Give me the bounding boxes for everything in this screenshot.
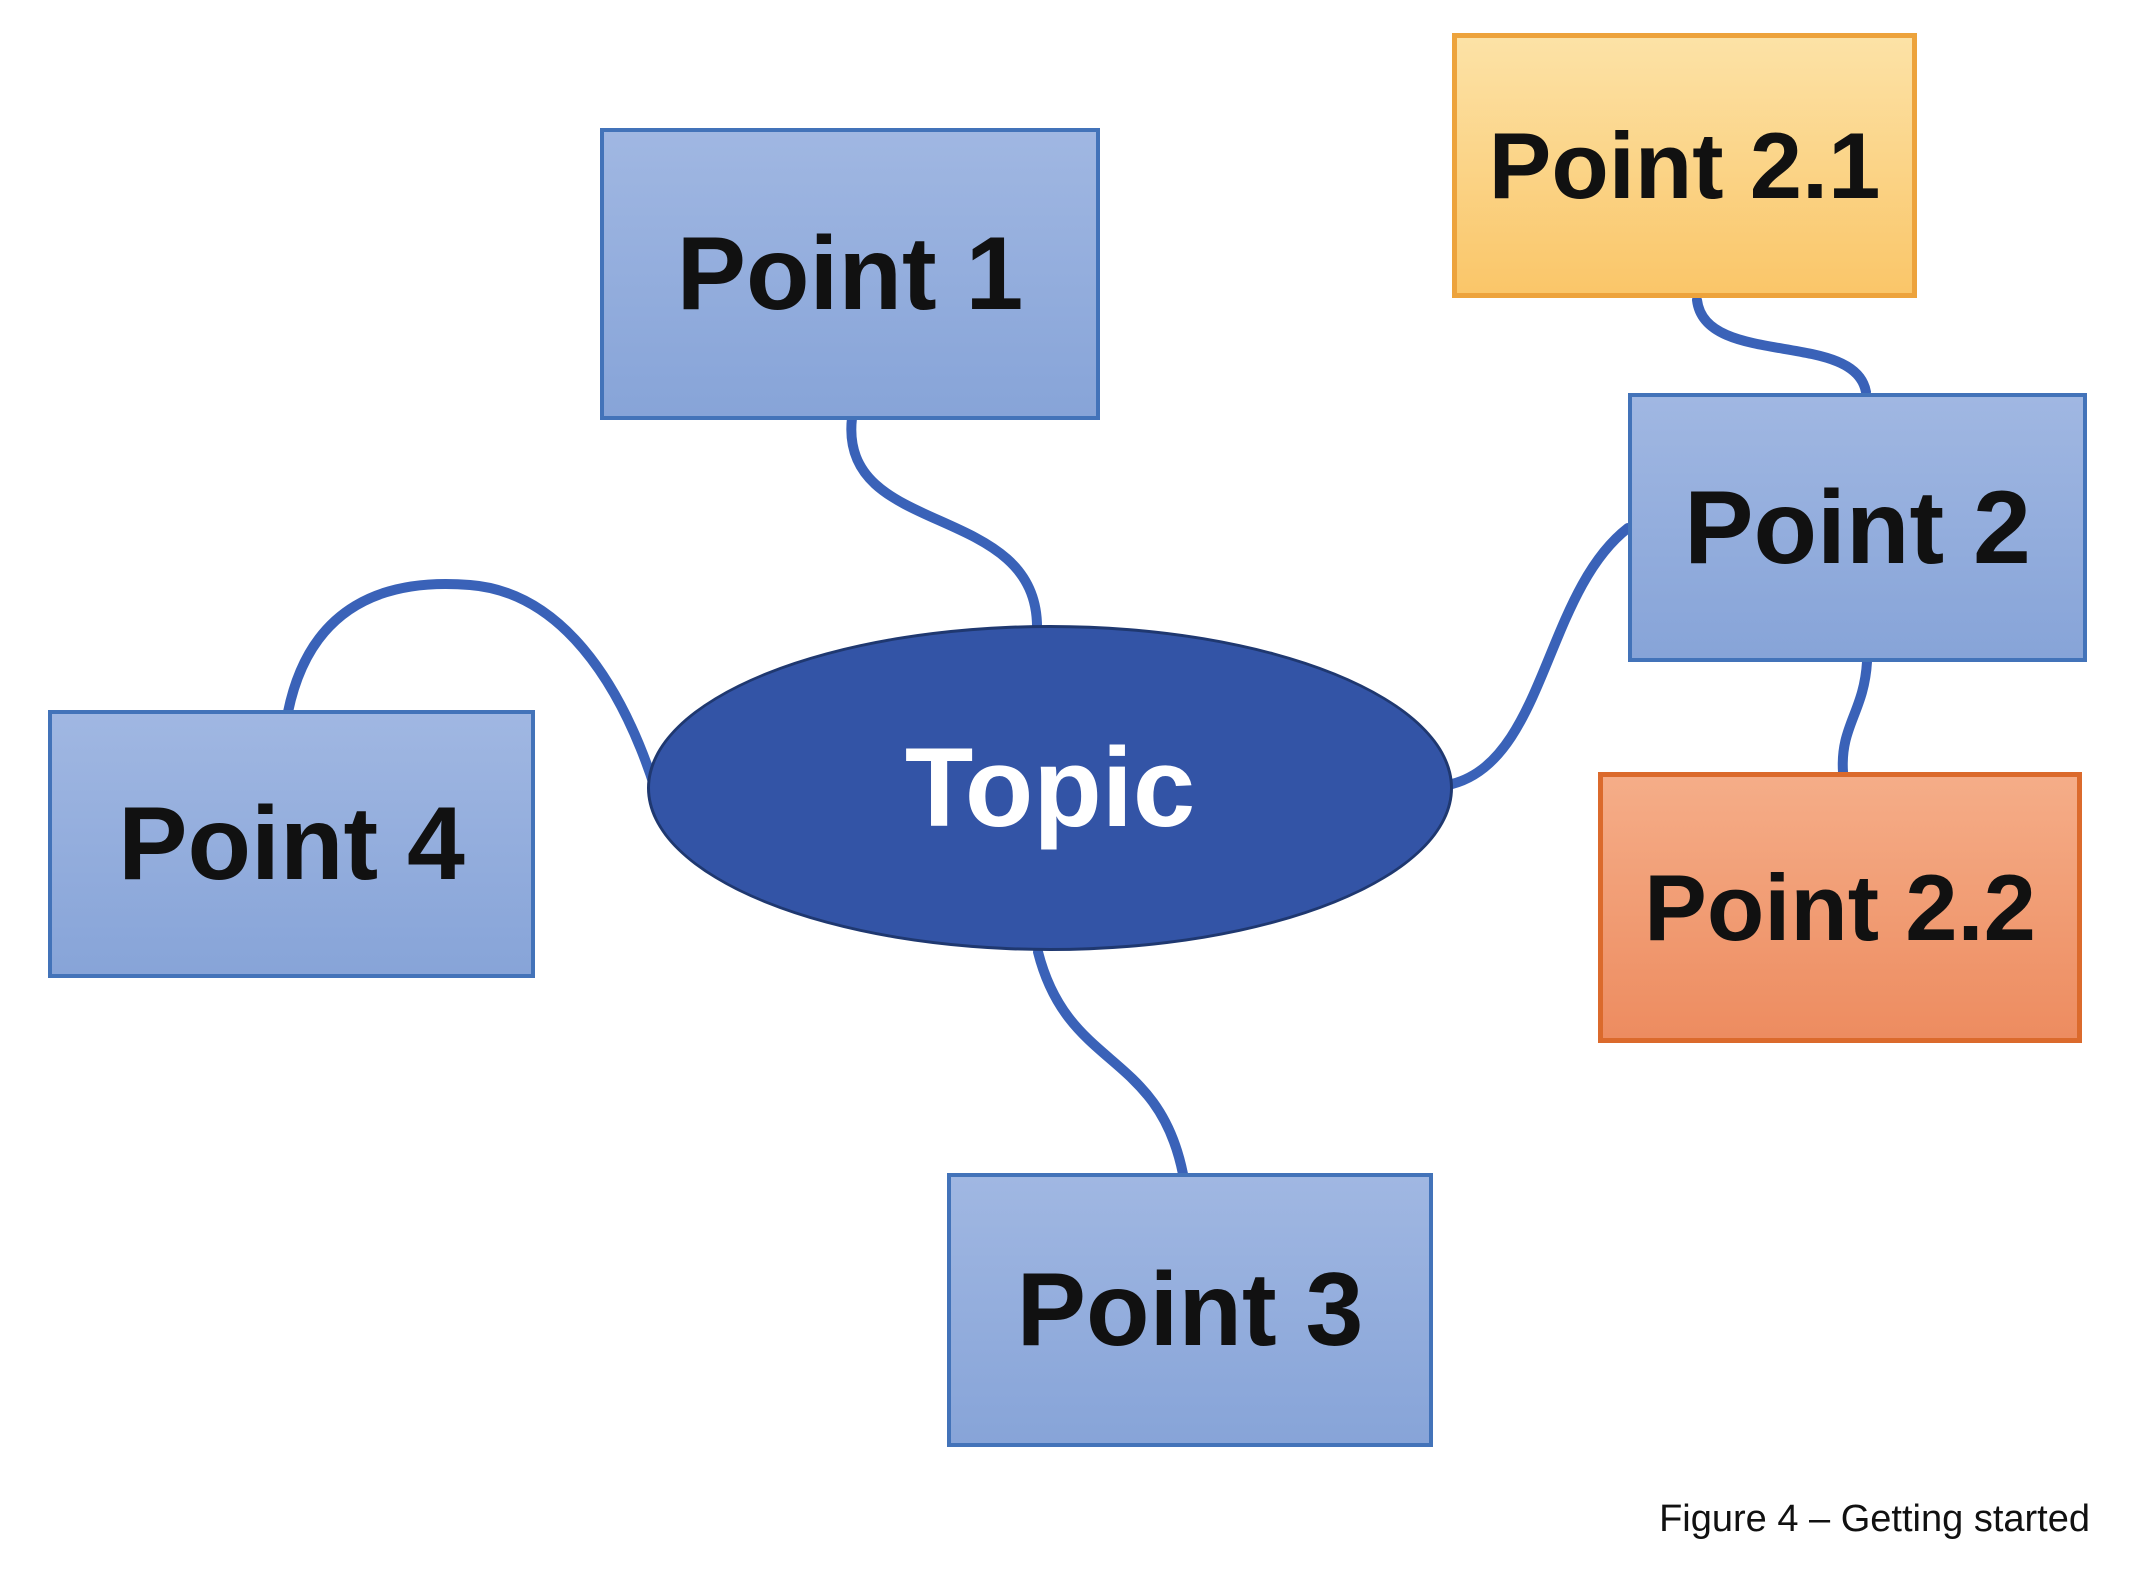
node-point-4-label: Point 4: [118, 786, 465, 902]
connector-point21-point2: [1692, 295, 1871, 397]
connector-topic-point1: [846, 413, 1043, 635]
node-point-2-label: Point 2: [1684, 469, 2031, 586]
node-point-1-label: Point 1: [676, 216, 1024, 332]
node-point-1: Point 1: [600, 128, 1100, 420]
node-point-2-1: Point 2.1: [1452, 33, 1917, 298]
node-point-2-1-label: Point 2.1: [1488, 112, 1881, 218]
node-point-3-label: Point 3: [1016, 1252, 1364, 1368]
figure-caption: Figure 4 – Getting started: [1659, 1498, 2090, 1540]
connector-topic-point3: [1033, 947, 1188, 1179]
connector-point2-point22: [1837, 657, 1872, 777]
node-point-2: Point 2: [1628, 393, 2087, 662]
node-point-2-2: Point 2.2: [1598, 772, 2082, 1043]
connector-topic-point2: [1447, 523, 1633, 789]
node-point-4: Point 4: [48, 710, 535, 978]
node-point-3: Point 3: [947, 1173, 1433, 1447]
node-topic-label: Topic: [904, 725, 1196, 850]
node-topic-ellipse: Topic: [647, 625, 1453, 951]
node-point-2-2-label: Point 2.2: [1644, 854, 2036, 960]
